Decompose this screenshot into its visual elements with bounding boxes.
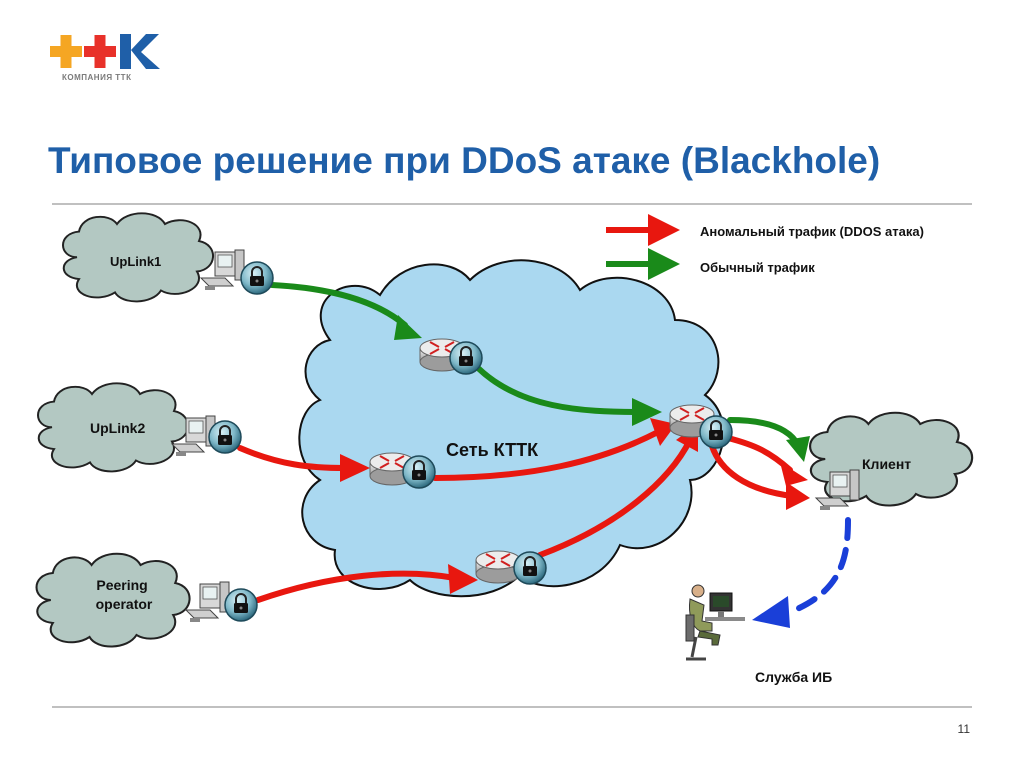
red-arrow-router4-router2 [537, 437, 693, 558]
core-network-cloud [298, 259, 725, 598]
legend-normal-arrowhead [648, 248, 680, 280]
alert-arrow-client-security [792, 517, 851, 613]
red-arrow-router2-client-upper [725, 435, 793, 473]
red-arrow-uplink2-router3 [237, 445, 348, 471]
top-divider [52, 203, 972, 205]
company-logo [50, 34, 160, 69]
slide-title: Типовое решение при DDoS атаке (Blackhol… [48, 140, 881, 181]
peering-lock-icon [224, 588, 258, 622]
uplink2-lock-icon [208, 420, 242, 454]
bottom-divider [52, 706, 972, 708]
uplink1-label: UpLink1 [110, 254, 161, 269]
client-label: Клиент [862, 456, 911, 472]
security-operator-icon [685, 584, 745, 661]
red-arrow-router2-client-lower [709, 443, 795, 499]
logo-plus-orange [50, 35, 82, 68]
router-edge-2-lock-icon [402, 455, 436, 489]
logo-subtitle: КОМПАНИЯ ТТК [62, 73, 132, 82]
legend: Аномальный трафик (DDOS атака) Обычный т… [606, 214, 924, 280]
core-network-label: Сеть КТТК [446, 440, 539, 460]
legend-attack-label: Аномальный трафик (DDOS атака) [700, 224, 924, 239]
router-edge-1-lock-icon [449, 341, 483, 375]
legend-normal-label: Обычный трафик [700, 260, 815, 275]
uplink2-label: UpLink2 [90, 420, 145, 436]
peering-label: Peering operator [96, 577, 153, 612]
legend-attack-arrowhead [648, 214, 680, 246]
normal-traffic-arrowheads [394, 315, 810, 462]
router-edge-3-lock-icon [513, 551, 547, 585]
logo-letter-k [120, 34, 160, 69]
uplink1-lock-icon [240, 261, 274, 295]
peering-pc-icon [185, 581, 230, 623]
red-arrow-peering-router4 [255, 570, 458, 603]
page-number: 11 [957, 722, 970, 736]
security-team-label: Служба ИБ [755, 669, 832, 685]
alert-arrowhead [752, 596, 790, 628]
red-arrow-router3-router2 [432, 429, 661, 481]
green-arrow-uplink1-router1 [269, 282, 408, 328]
router-core-lock-icon [699, 415, 733, 449]
attack-traffic-arrows [237, 429, 795, 603]
logo-plus-red [84, 35, 116, 68]
green-arrow-router1-router2 [475, 365, 643, 415]
attack-traffic-arrowheads [340, 418, 810, 594]
